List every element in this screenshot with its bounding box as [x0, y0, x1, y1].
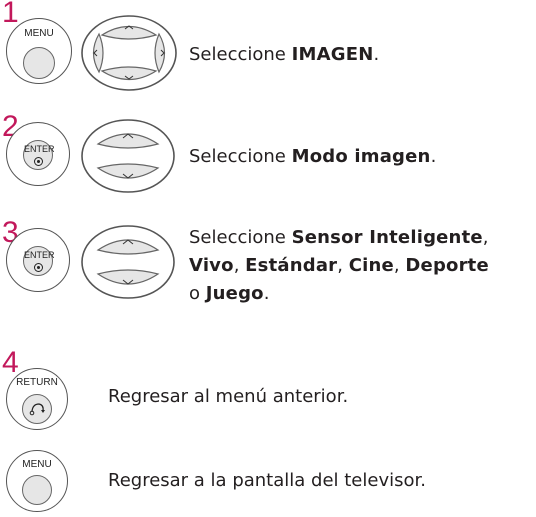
menu-button[interactable]: MENU — [6, 18, 72, 84]
step-2-instruction: Seleccione Modo imagen. — [189, 146, 437, 167]
nav-down-key[interactable] — [96, 269, 160, 285]
nav-left-key[interactable] — [92, 32, 104, 74]
enter-button-label: ENTER — [24, 250, 55, 260]
chevron-down-icon — [122, 173, 134, 179]
navigation-pad-up-down[interactable] — [80, 224, 176, 300]
enter-dot-icon — [33, 262, 43, 272]
chevron-up-icon — [124, 25, 134, 30]
menu-button-face — [23, 47, 55, 79]
return-button[interactable]: RETURN — [6, 368, 68, 430]
menu-option-imagen: IMAGEN — [291, 44, 374, 65]
step-3-instruction: Seleccione Sensor Inteligente, Vivo, Est… — [189, 227, 489, 304]
chevron-up-icon — [122, 133, 134, 139]
chevron-left-icon — [93, 49, 98, 57]
menu-option-modo-imagen: Modo imagen — [291, 146, 431, 167]
enter-button[interactable]: ENTER — [6, 228, 70, 292]
chevron-right-icon — [160, 49, 165, 57]
return-arrow-icon — [29, 403, 45, 416]
option-juego: Juego — [205, 283, 264, 304]
step-5-instruction: Regresar a la pantalla del televisor. — [108, 470, 426, 491]
chevron-up-icon — [122, 239, 134, 245]
option-deporte: Deporte — [405, 255, 489, 276]
nav-down-key[interactable] — [100, 66, 158, 81]
enter-button-face: ENTER — [23, 246, 55, 276]
step-4-instruction: Regresar al menú anterior. — [108, 386, 349, 407]
enter-button-label: ENTER — [24, 144, 55, 154]
nav-up-key[interactable] — [96, 133, 160, 149]
enter-dot-icon — [33, 156, 43, 166]
return-button-label: RETURN — [16, 377, 58, 388]
step-number-1: 1 — [2, 0, 19, 29]
step-number-4: 4 — [2, 346, 19, 379]
nav-right-key[interactable] — [154, 32, 166, 74]
return-button-face — [22, 394, 52, 424]
option-vivo: Vivo — [189, 255, 234, 276]
chevron-down-icon — [124, 75, 134, 80]
menu-button-label: MENU — [24, 28, 54, 39]
navigation-pad-four-way[interactable] — [80, 14, 178, 92]
menu-button[interactable]: MENU — [6, 450, 68, 512]
enter-button[interactable]: ENTER — [6, 122, 70, 186]
chevron-down-icon — [122, 279, 134, 285]
nav-up-key[interactable] — [96, 239, 160, 255]
nav-up-key[interactable] — [100, 25, 158, 40]
option-estandar: Estándar — [245, 255, 338, 276]
menu-button-label: MENU — [22, 459, 52, 470]
step-1-instruction: Seleccione IMAGEN. — [189, 44, 380, 65]
menu-button-face — [22, 475, 52, 505]
navigation-pad-up-down[interactable] — [80, 118, 176, 194]
enter-button-face: ENTER — [23, 140, 55, 170]
option-sensor-inteligente: Sensor Inteligente — [291, 227, 483, 248]
option-cine: Cine — [348, 255, 394, 276]
nav-down-key[interactable] — [96, 163, 160, 179]
